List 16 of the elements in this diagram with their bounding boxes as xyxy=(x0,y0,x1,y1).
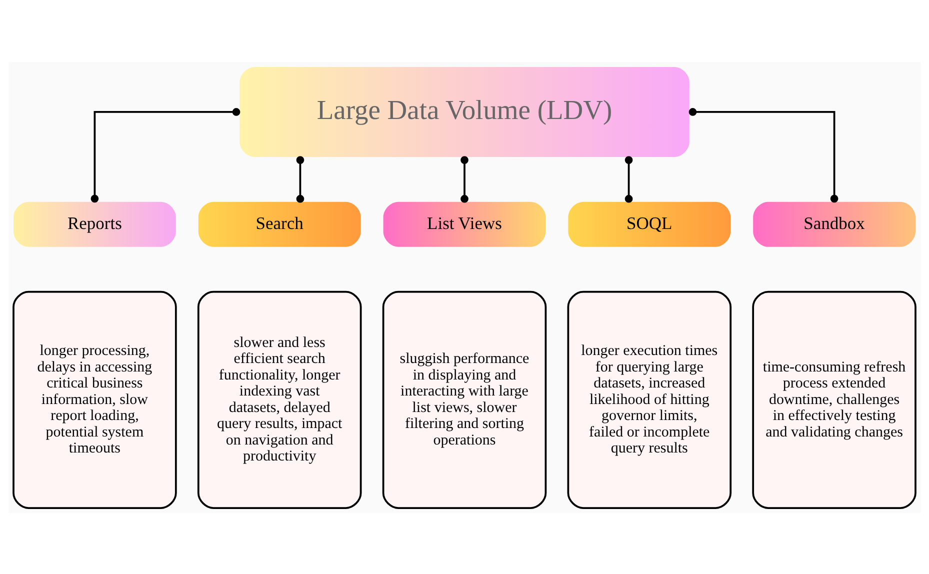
node-box: time-consuming refresh process extended downtime, challenges in effectively testing and validating changes xyxy=(752,290,916,508)
connector xyxy=(624,156,633,202)
node-box: List Views xyxy=(383,201,546,246)
node-box: Sandbox xyxy=(753,201,916,246)
node-box: longer execution times for querying large datasets, increased likelihood of hitting governor limits, failed or incomplete query results xyxy=(567,290,732,508)
node-box: longer processing, delays in accessing critical business information, slow report loading, potential system timeouts xyxy=(12,290,177,508)
node-box: Large Data Volume (LDV) xyxy=(240,66,690,156)
connector xyxy=(688,108,838,202)
node-box: sluggish performance in displaying and interacting with large list views, slower filtering and sorting operations xyxy=(382,290,547,508)
node-box: slower and less efficient search functionality, longer indexing vast datasets, delayed query results, impact on navigation and productivity xyxy=(197,290,362,508)
connector xyxy=(460,156,468,202)
node-box: Reports xyxy=(14,201,176,246)
node-box: Search xyxy=(198,201,361,246)
connector xyxy=(296,156,304,202)
connector xyxy=(90,108,240,202)
node-box: SOQL xyxy=(568,201,731,246)
